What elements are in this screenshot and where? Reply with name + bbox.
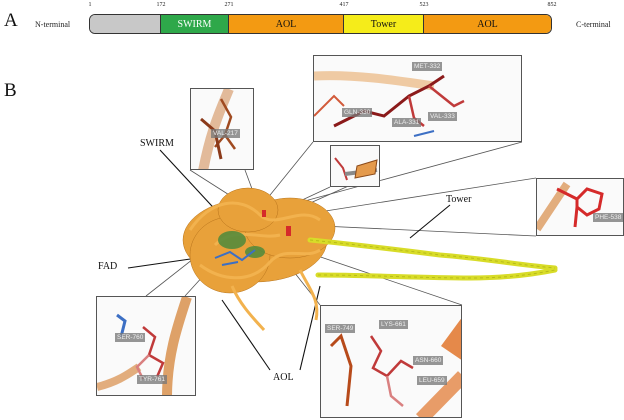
domain-aol-segment-1: AOL [229, 15, 344, 33]
inset-ser760: SER-760 TYR-761 [96, 296, 196, 396]
fad-label: FAD [98, 261, 118, 272]
c-terminal-label: C-terminal [576, 20, 611, 29]
inset-small-drawing [334, 157, 378, 181]
tick-523: 523 [419, 2, 429, 8]
residue-label: LYS-661 [379, 320, 408, 329]
tick-417: 417 [339, 2, 349, 8]
residue-label: VAL-333 [428, 112, 457, 121]
residue-label: MET-332 [412, 62, 443, 71]
tick-852: 852 [547, 2, 557, 8]
aol-label: AOL [273, 372, 294, 383]
residue-label: LEU-659 [417, 376, 447, 385]
domain-swirm-segment: SWIRM [161, 15, 229, 33]
inset-val217: VAL-217 [190, 88, 254, 170]
inset-small [330, 145, 380, 187]
inset-ser760-drawing [97, 297, 192, 395]
domain-aol-segment-2: AOL [424, 15, 551, 33]
residue-label: PHE-538 [593, 213, 623, 222]
residue-label: SER-760 [115, 333, 146, 342]
n-terminal-label: N-terminal [35, 20, 71, 29]
residue-label: ASN-660 [413, 356, 444, 365]
panel-a-label: A [4, 10, 18, 31]
residue-label: GLN-330 [342, 108, 373, 117]
domain-n-term-segment [90, 15, 161, 33]
residue-label: ALA-331 [392, 118, 422, 127]
swirm-label: SWIRM [140, 138, 174, 149]
inset-bottom: SER-749 LYS-661 ASN-660 LEU-659 [320, 305, 462, 418]
inset-phe538: PHE-538 [536, 178, 624, 236]
domain-tower-segment: Tower [344, 15, 424, 33]
panel-b-label: B [4, 80, 17, 101]
inset-top: MET-332 GLN-330 ALA-331 VAL-333 [313, 55, 522, 142]
tick-271: 271 [224, 2, 234, 8]
residue-label: VAL-217 [211, 129, 240, 138]
domain-bar: SWIRM AOL Tower AOL [89, 14, 552, 34]
inset-bottom-drawing [329, 318, 461, 417]
tick-1: 1 [88, 2, 92, 8]
tower-label: Tower [446, 194, 472, 205]
residue-label: TYR-761 [137, 375, 168, 384]
inset-phe538-drawing [537, 181, 604, 232]
tick-labels: 1 172 271 417 523 852 [0, 0, 624, 12]
tick-172: 172 [156, 2, 166, 8]
residue-label: SER-749 [325, 324, 356, 333]
